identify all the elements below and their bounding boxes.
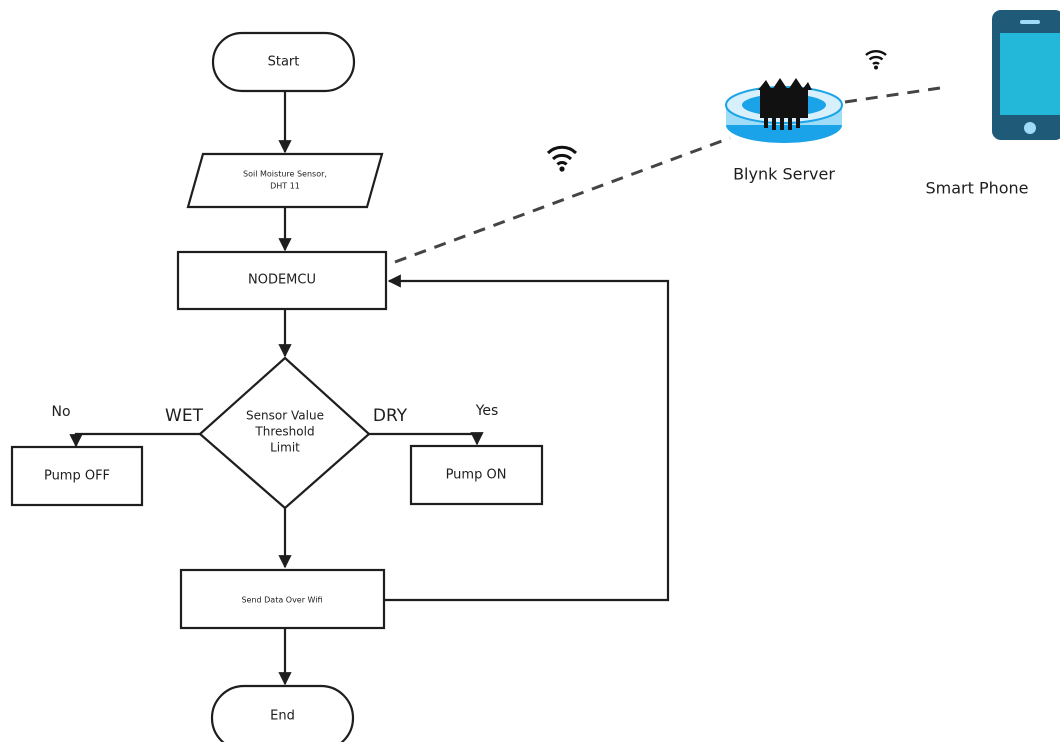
smartphone-icon [992, 10, 1060, 140]
loop-back-arrow [384, 274, 670, 602]
pump-on-node: Pump ON [409, 444, 544, 506]
no-label: No [51, 404, 70, 420]
sensor-input-node: Soil Moisture Sensor, DHT 11 [186, 152, 384, 209]
decision-node: Sensor Value Threshold Limit [198, 356, 371, 510]
send-data-label: Send Data Over Wifi [241, 596, 322, 605]
nodemcu-to-server-link [394, 136, 731, 264]
wifi-icon [865, 50, 887, 70]
server-label: Blynk Server [733, 165, 835, 184]
dry-label: DRY [373, 406, 408, 426]
end-node: End [210, 684, 355, 742]
send-data-node: Send Data Over Wifi [179, 568, 386, 630]
sensor-label-line2: DHT 11 [270, 182, 300, 191]
wet-label: WET [165, 406, 204, 426]
nodemcu-node: NODEMCU [176, 250, 388, 311]
pump-off-node: Pump OFF [10, 445, 144, 507]
pump-on-label: Pump ON [446, 468, 507, 483]
start-node: Start [211, 31, 356, 93]
decision-label-line3: Limit [270, 441, 300, 455]
phone-label: Smart Phone [925, 179, 1028, 198]
wifi-icon [546, 145, 578, 172]
yes-label: Yes [475, 403, 499, 419]
end-label: End [270, 709, 295, 724]
decision-label-line2: Threshold [254, 425, 314, 439]
dry-branch-arrow [369, 432, 484, 446]
pump-off-label: Pump OFF [44, 469, 110, 484]
server-icon [725, 78, 843, 143]
start-label: Start [268, 55, 300, 70]
nodemcu-label: NODEMCU [248, 273, 316, 288]
sensor-label-line1: Soil Moisture Sensor, [243, 170, 327, 179]
decision-label-line1: Sensor Value [246, 409, 324, 423]
server-to-phone-link [844, 86, 941, 104]
wet-branch-arrow [69, 432, 200, 448]
